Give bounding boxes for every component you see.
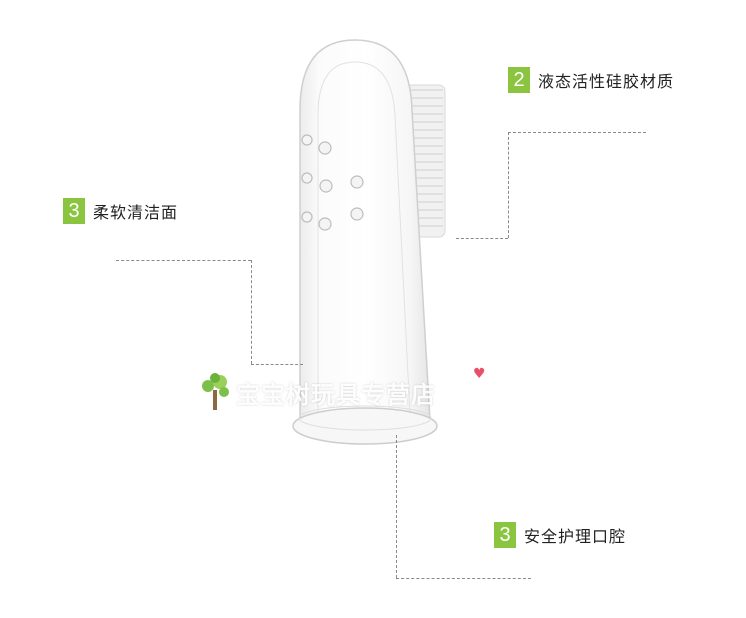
callout-material: 2 液态活性硅胶材质 [508,67,674,93]
callout-label: 液态活性硅胶材质 [538,72,675,91]
leader-line-2-vertical [251,260,252,364]
leader-line-1-horizontal [508,132,646,133]
watermark-text: 宝宝树玩具专营店 [236,380,436,409]
callout-number: 3 [494,522,516,548]
leader-line-3-vertical [396,435,397,578]
leader-line-3-horizontal [396,578,531,579]
callout-soft-surface: 3 柔软清洁面 [63,198,178,224]
tree-icon [202,373,229,410]
callout-label: 柔软清洁面 [93,203,179,222]
store-watermark: 宝宝树玩具专营店 [198,372,436,412]
leader-line-2-connector [251,364,303,365]
callout-number: 2 [508,67,530,93]
callout-label: 安全护理口腔 [524,527,627,546]
leader-line-1-connector [456,238,508,239]
leader-line-2-horizontal [116,260,251,261]
callout-number: 3 [63,198,85,224]
heart-icon: ♥ [473,366,486,382]
callout-oral-care: 3 安全护理口腔 [494,522,626,548]
leader-line-1-vertical [508,132,509,238]
